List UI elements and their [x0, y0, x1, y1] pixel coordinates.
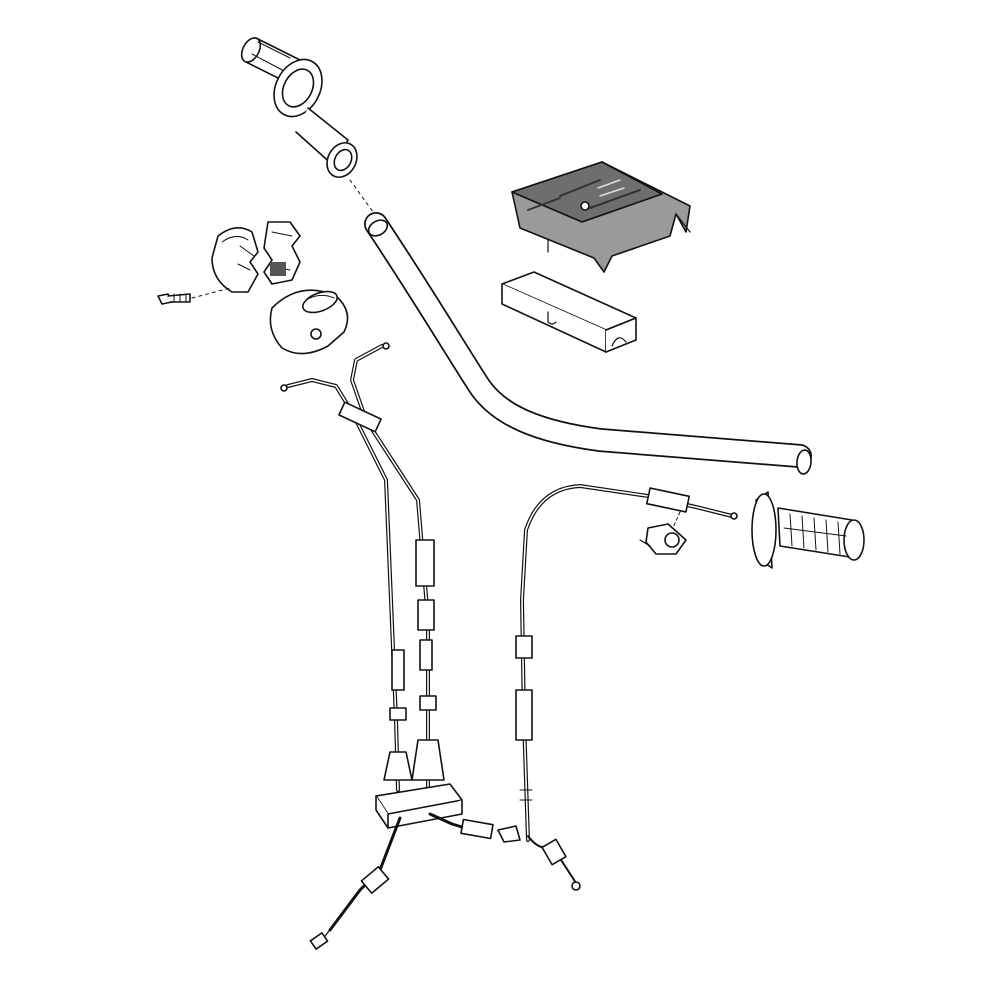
throttle-cables — [280, 342, 445, 792]
cable-adjuster — [639, 511, 687, 555]
cable-junction-block — [309, 783, 521, 950]
handlebar-foam-pad — [501, 271, 637, 353]
housing-screw — [157, 287, 231, 305]
left-handlebar-grip — [240, 37, 377, 217]
handlebar — [364, 212, 812, 475]
throttle-housing-halves — [211, 221, 301, 293]
clutch-cable — [515, 484, 738, 891]
handlebar-clamp-pad — [511, 161, 691, 273]
right-handlebar-grip — [751, 491, 865, 569]
throttle-housing-cap — [269, 289, 349, 355]
